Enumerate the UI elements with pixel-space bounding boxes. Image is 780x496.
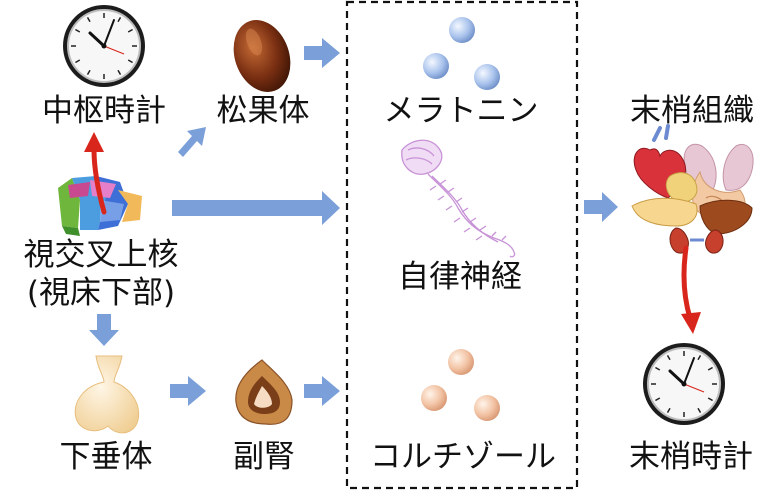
pituitary-label: 下垂体 [59,439,153,475]
peripheral-clock-icon [643,343,725,425]
arrow-box-to-peripheral [584,192,618,222]
autonomic-label: 自律神経 [398,259,522,295]
hormone-box [345,0,579,490]
autonomic-nerve-icon [401,139,516,258]
hypothalamus-label: (視床下部) [26,275,176,311]
peripheral-organs-icon [631,124,754,254]
adrenal-label: 副腎 [233,439,295,475]
pineal-label: 松果体 [216,93,310,129]
flow-arrows [89,38,618,406]
arrow-scn-to-pineal [178,127,206,157]
cortisol-molecules-icon [421,349,500,421]
central-clock-label: 中枢時計 [42,93,166,129]
arrow-scn-to-autonomic [172,191,340,225]
cortisol-label: コルチゾール [370,439,556,475]
melatonin-molecules-icon [423,17,500,90]
adrenal-gland-icon [235,359,293,425]
pituitary-gland-icon [74,355,140,434]
peripheral-clock-label: 末梢時計 [629,439,753,475]
pineal-gland-icon [233,20,291,92]
arrow-pituitary-to-adrenal [170,376,206,406]
melatonin-label: メラトニン [383,93,539,129]
peripheral-tissue-label: 末梢組織 [630,93,754,129]
arrow-pineal-to-melatonin [304,38,340,68]
central-clock-icon [63,5,145,87]
arrow-adrenal-to-cortisol [304,376,340,406]
scn-label: 視交叉上核 [23,237,179,273]
arrow-scn-to-pituitary [89,314,119,346]
